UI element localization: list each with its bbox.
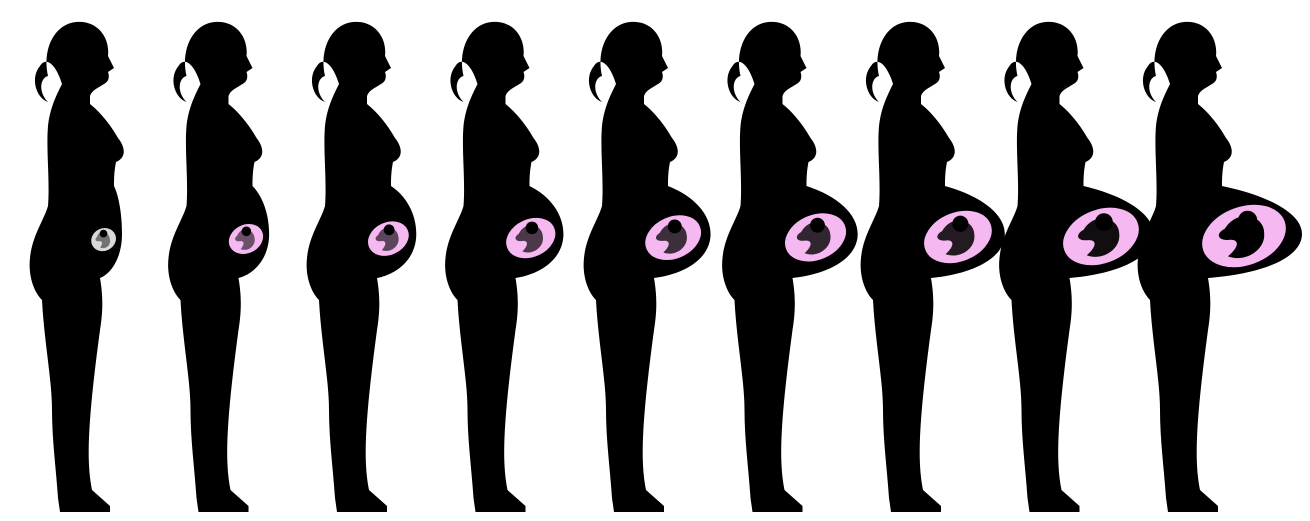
pregnancy-figure-stage-7 [861,22,1005,512]
pregnancy-figure-stage-5 [584,22,711,512]
pregnancy-figure-stage-3 [307,22,417,512]
pregnancy-figure-stage-8 [999,22,1153,512]
woman-silhouette [168,22,269,512]
pregnancy-figure-stage-6 [722,22,858,512]
pregnancy-figure-stage-1 [30,22,124,512]
woman-silhouette [584,22,711,512]
woman-silhouette [307,22,417,512]
woman-silhouette [1138,22,1302,512]
woman-silhouette [722,22,858,512]
pregnancy-figure-stage-4 [445,22,563,512]
woman-silhouette [861,22,1005,512]
pregnancy-figure-stage-9 [1138,22,1302,512]
pregnancy-figure-stage-2 [168,22,269,512]
woman-silhouette [445,22,563,512]
woman-silhouette [999,22,1153,512]
